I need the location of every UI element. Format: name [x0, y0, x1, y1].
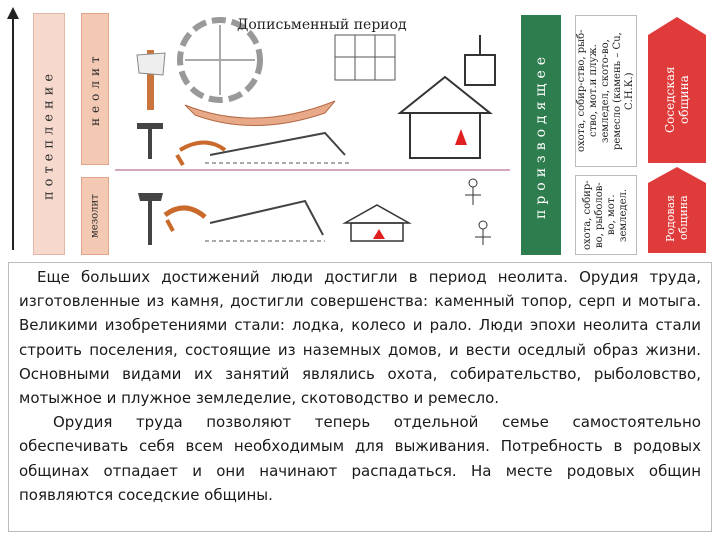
boat-icon	[184, 100, 336, 126]
main-text-box: Еще больших достижений люди достигли в п…	[8, 262, 712, 532]
neolithic-activities: охота, собир-ство, рыб-ство, мот.и плуж.…	[575, 15, 637, 167]
clan-community-label: Родовая община	[664, 194, 690, 242]
diagram-panel: Дописьменный период потепление неолит ме…	[5, 5, 715, 255]
loom-icon	[334, 34, 396, 81]
plough-icon	[205, 199, 325, 242]
house-icon	[397, 75, 493, 159]
plough-icon	[205, 131, 350, 164]
house-icon	[342, 204, 412, 242]
axe-icon	[138, 193, 163, 245]
mesolithic-label: мезолит	[81, 177, 109, 255]
well-icon	[464, 35, 496, 86]
diagram-title: Дописьменный период	[237, 17, 407, 33]
mesolithic-activities: охота, собир-во, рыболов-во, мот. землед…	[575, 175, 637, 255]
fire-icon	[373, 229, 385, 239]
community-top-shape	[648, 17, 706, 163]
neolithic-label: неолит	[81, 13, 109, 165]
diagram-illustrations	[7, 7, 706, 253]
axe-icon	[136, 50, 166, 110]
pick-icon	[137, 123, 163, 159]
producing-economy-label: производящее	[521, 15, 561, 255]
neighbour-community-label: Соседская община	[663, 66, 691, 134]
person-icon	[465, 178, 491, 245]
warming-label: потепление	[33, 13, 65, 255]
sickle-icon	[175, 140, 227, 167]
sickle-icon	[163, 205, 207, 232]
community-bottom-shape	[648, 167, 706, 253]
fire-icon	[455, 129, 467, 145]
paragraph-communities: Орудия труда позволяют теперь отдельной …	[19, 413, 701, 504]
arrow-up-icon	[7, 7, 19, 250]
wheel-icon	[177, 17, 263, 103]
paragraph-neolithic: Еще больших достижений люди достигли в п…	[19, 268, 701, 408]
